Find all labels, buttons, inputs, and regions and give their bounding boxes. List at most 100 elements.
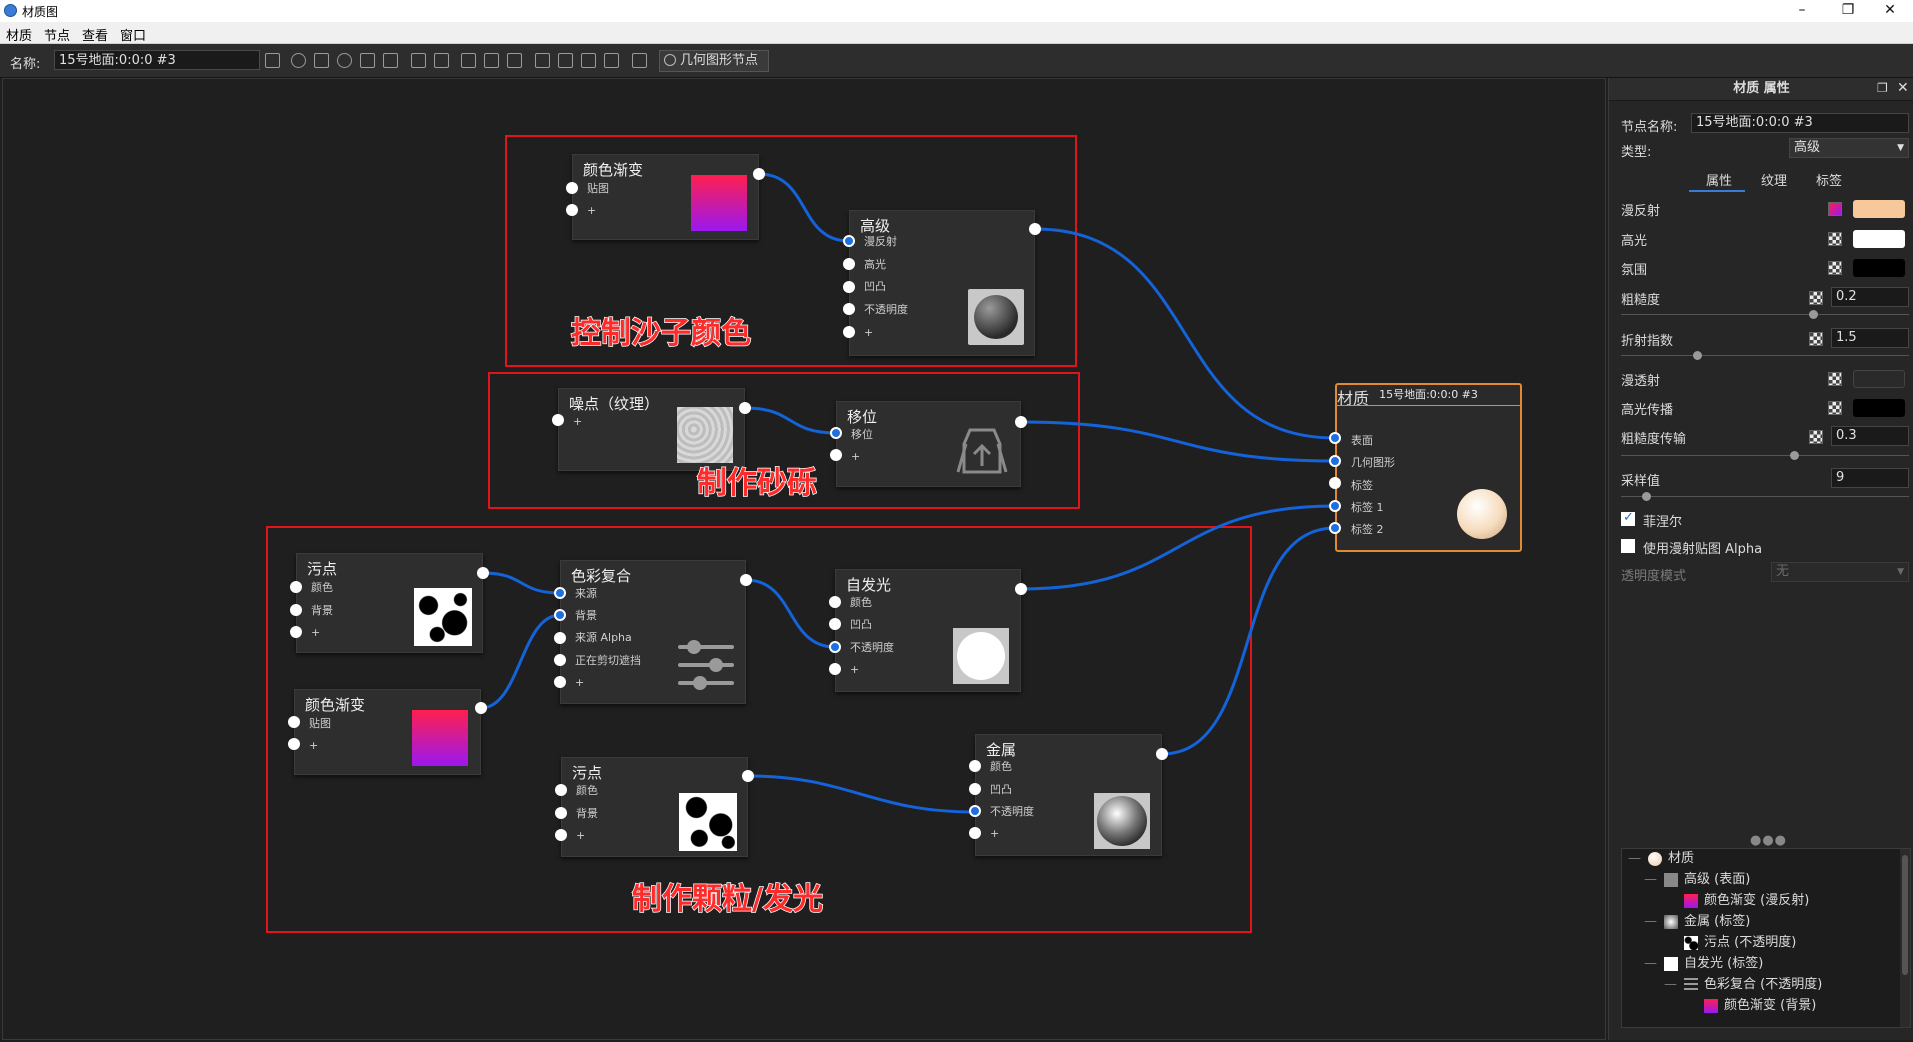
port-dot[interactable] bbox=[829, 596, 841, 608]
node-color-gradient-1[interactable]: 颜色渐变 贴图 + bbox=[572, 154, 759, 240]
splitter-handle-icon[interactable]: ●●● bbox=[1750, 833, 1788, 848]
ior-input[interactable]: 1.5 bbox=[1831, 328, 1909, 348]
output-port-dot[interactable] bbox=[742, 770, 754, 782]
rough-transmission-slider[interactable] bbox=[1621, 455, 1909, 456]
transmission-texture-icon[interactable] bbox=[1828, 372, 1842, 386]
port-dot[interactable] bbox=[830, 427, 842, 439]
frame-icon[interactable] bbox=[604, 53, 619, 68]
port-dot[interactable] bbox=[843, 258, 855, 270]
node-color-composite[interactable]: 色彩复合 来源 背景 来源 Alpha 正在剪切遮挡 + bbox=[560, 560, 746, 704]
menu-window[interactable]: 窗口 bbox=[120, 29, 147, 44]
port-dot[interactable] bbox=[554, 587, 566, 599]
node-noise[interactable]: 噪点（纹理） + bbox=[558, 388, 745, 471]
port-dot[interactable] bbox=[969, 760, 981, 772]
node-name-input[interactable]: 15号地面:0:0:0 #3 bbox=[1691, 113, 1909, 133]
port-dot[interactable] bbox=[969, 783, 981, 795]
spec-transmission-color-swatch[interactable] bbox=[1853, 399, 1905, 417]
minimize-icon[interactable]: – bbox=[1798, 2, 1806, 18]
samples-slider[interactable] bbox=[1621, 496, 1909, 497]
port-dot[interactable] bbox=[843, 281, 855, 293]
restore-icon[interactable]: ❐ bbox=[1841, 2, 1855, 18]
sliders-icon[interactable] bbox=[360, 53, 375, 68]
port-dot[interactable] bbox=[290, 581, 302, 593]
port-dot[interactable] bbox=[829, 618, 841, 630]
output-port-dot[interactable] bbox=[475, 702, 487, 714]
transmission-color-swatch[interactable] bbox=[1853, 370, 1905, 388]
output-port-dot[interactable] bbox=[477, 567, 489, 579]
nodes-icon[interactable] bbox=[507, 53, 522, 68]
port-dot[interactable] bbox=[555, 829, 567, 841]
copy-icon[interactable] bbox=[411, 53, 426, 68]
close-icon[interactable]: ✕ bbox=[1884, 2, 1896, 18]
port-dot[interactable] bbox=[554, 609, 566, 621]
roughness-slider-knob[interactable] bbox=[1809, 310, 1818, 319]
roughness-slider[interactable] bbox=[1621, 314, 1909, 315]
port-dot[interactable] bbox=[554, 676, 566, 688]
ior-slider-knob[interactable] bbox=[1693, 351, 1702, 360]
output-port-dot[interactable] bbox=[739, 402, 751, 414]
sphere-icon[interactable] bbox=[291, 53, 306, 68]
node-displace[interactable]: 移位 移位 + bbox=[836, 401, 1021, 487]
port-dot[interactable] bbox=[288, 716, 300, 728]
close-panel-icon[interactable]: ✕ bbox=[1897, 80, 1909, 96]
rough-transmission-texture-icon[interactable] bbox=[1809, 430, 1823, 444]
port-dot[interactable] bbox=[969, 827, 981, 839]
split-icon[interactable] bbox=[632, 53, 647, 68]
node-advanced[interactable]: 高级 漫反射 高光 凹凸 不透明度 + bbox=[849, 210, 1035, 356]
delete-icon[interactable] bbox=[434, 53, 449, 68]
fit-icon[interactable] bbox=[581, 53, 596, 68]
port-dot[interactable] bbox=[843, 235, 855, 247]
port-dot[interactable] bbox=[290, 626, 302, 638]
port-dot[interactable] bbox=[566, 182, 578, 194]
node-emissive[interactable]: 自发光 颜色 凹凸 不透明度 + bbox=[835, 569, 1021, 692]
ior-slider[interactable] bbox=[1621, 355, 1909, 356]
port-dot[interactable] bbox=[830, 449, 842, 461]
menu-node[interactable]: 节点 bbox=[44, 29, 71, 44]
tab-tags[interactable]: 标签 bbox=[1816, 174, 1843, 189]
ambient-texture-icon[interactable] bbox=[1828, 261, 1842, 275]
menu-view[interactable]: 查看 bbox=[82, 29, 109, 44]
menu-material[interactable]: 材质 bbox=[6, 29, 33, 44]
port-dot[interactable] bbox=[552, 414, 564, 426]
port-dot[interactable] bbox=[829, 641, 841, 653]
preview-icon[interactable] bbox=[314, 53, 329, 68]
port-dot[interactable] bbox=[555, 784, 567, 796]
port-dot[interactable] bbox=[1329, 477, 1341, 489]
specular-color-swatch[interactable] bbox=[1853, 230, 1905, 248]
output-port-dot[interactable] bbox=[753, 168, 765, 180]
geometry-node-button[interactable]: 几何图形节点 bbox=[659, 50, 769, 72]
roughness-input[interactable]: 0.2 bbox=[1831, 287, 1909, 307]
port-dot[interactable] bbox=[843, 326, 855, 338]
port-dot[interactable] bbox=[969, 805, 981, 817]
node-metal[interactable]: 金属 颜色 凹凸 不透明度 + bbox=[975, 734, 1162, 856]
ior-texture-icon[interactable] bbox=[1809, 332, 1823, 346]
roughness-texture-icon[interactable] bbox=[1809, 291, 1823, 305]
rough-transmission-slider-knob[interactable] bbox=[1790, 451, 1799, 460]
node-dirt-2[interactable]: 污点 颜色 背景 + bbox=[561, 757, 748, 857]
grid-icon[interactable] bbox=[484, 53, 499, 68]
tab-texture[interactable]: 纹理 bbox=[1761, 174, 1788, 189]
fresnel-checkbox[interactable]: ✓ bbox=[1621, 510, 1635, 526]
node-dirt-1[interactable]: 污点 颜色 背景 + bbox=[296, 553, 483, 653]
texture-icon[interactable] bbox=[461, 53, 476, 68]
specular-texture-icon[interactable] bbox=[1828, 232, 1842, 246]
port-dot[interactable] bbox=[1329, 432, 1341, 444]
port-dot[interactable] bbox=[843, 303, 855, 315]
port-dot[interactable] bbox=[566, 204, 578, 216]
port-dot[interactable] bbox=[1329, 455, 1341, 467]
node-material-output[interactable]: 15号地面:0:0:0 #3 材质 表面 几何图形 标签 标签 1 标签 2 bbox=[1335, 383, 1522, 552]
use-alpha-checkbox[interactable] bbox=[1621, 539, 1635, 553]
diffuse-color-swatch[interactable] bbox=[1853, 200, 1905, 218]
port-dot[interactable] bbox=[554, 654, 566, 666]
output-port-dot[interactable] bbox=[1156, 748, 1168, 760]
save-icon[interactable] bbox=[265, 53, 280, 68]
port-dot[interactable] bbox=[1329, 500, 1341, 512]
port-dot[interactable] bbox=[290, 604, 302, 616]
output-port-dot[interactable] bbox=[1015, 583, 1027, 595]
rough-transmission-input[interactable]: 0.3 bbox=[1831, 426, 1909, 446]
port-dot[interactable] bbox=[288, 738, 300, 750]
port-dot[interactable] bbox=[554, 632, 566, 644]
output-port-dot[interactable] bbox=[740, 574, 752, 586]
displace-icon[interactable] bbox=[383, 53, 398, 68]
tab-properties[interactable]: 属性 bbox=[1706, 174, 1733, 189]
